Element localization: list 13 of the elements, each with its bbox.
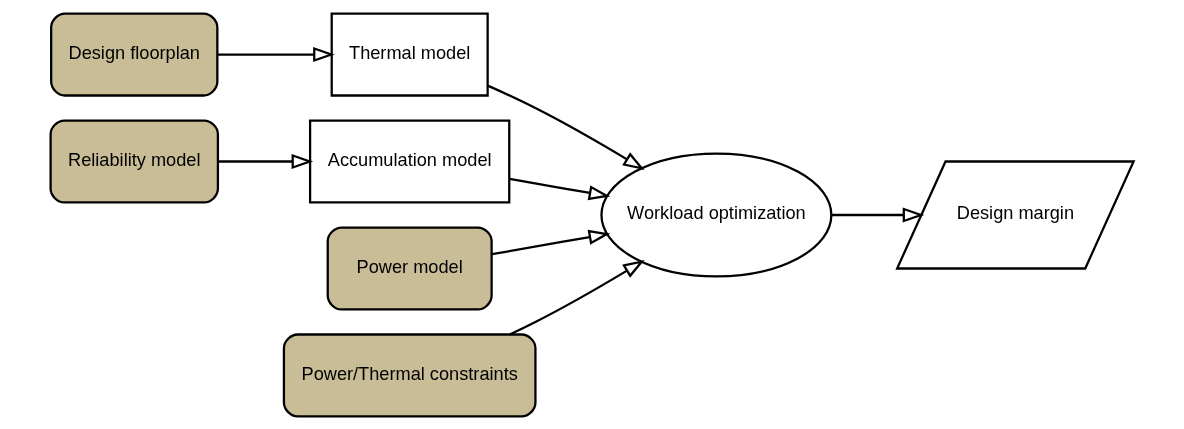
arrow bbox=[509, 177, 611, 200]
arrow bbox=[491, 229, 611, 255]
arrow bbox=[487, 84, 645, 170]
node-box: Reliability model bbox=[49, 118, 220, 204]
node-box: Power model bbox=[326, 225, 493, 311]
node-box: Design floorplan bbox=[50, 11, 219, 97]
arrow bbox=[218, 153, 314, 169]
arrow bbox=[831, 206, 925, 223]
node-box: Accumulation model bbox=[308, 118, 511, 204]
node-box: Thermal model bbox=[330, 11, 489, 97]
arrow bbox=[217, 46, 335, 62]
node-box: Power/Thermal constraints bbox=[282, 332, 537, 418]
arrow bbox=[509, 259, 645, 335]
